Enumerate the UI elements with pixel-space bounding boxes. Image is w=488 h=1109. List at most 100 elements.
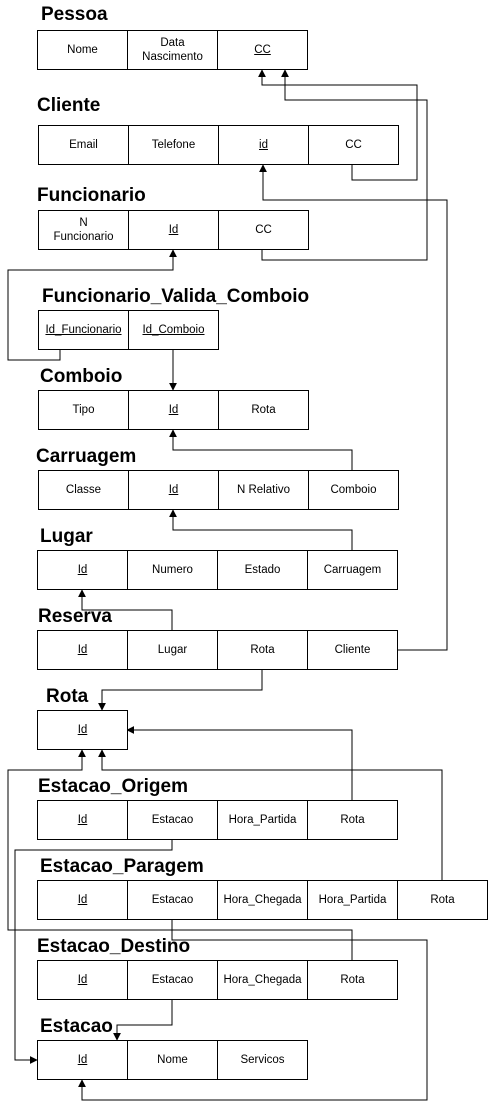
- field-label: Estacao: [151, 893, 194, 906]
- field-label: CC: [254, 43, 271, 56]
- table-title-estacao-paragem: Estacao_Paragem: [40, 856, 204, 877]
- field-label: Estacao: [151, 973, 194, 986]
- field-estacao-id: Id: [37, 1040, 128, 1080]
- field-label: Hora_Chegada: [223, 973, 302, 986]
- field-label: Classe: [65, 483, 102, 496]
- field-pessoa-data-nascimento: Data Nascimento: [127, 30, 218, 70]
- field-label: Nome: [67, 43, 98, 56]
- rel-lugar-carruagem-to-carruagem-id: [169, 509, 353, 550]
- field-cliente-telefone: Telefone: [128, 125, 219, 165]
- field-cliente-cc: CC: [308, 125, 399, 165]
- field-estacao-paragem-hora-partida: Hora_Partida: [307, 880, 398, 920]
- field-label: Id: [168, 403, 179, 416]
- field-label: N Relativo: [236, 483, 291, 496]
- table-title-cliente: Cliente: [37, 95, 101, 116]
- field-reserva-id: Id: [37, 630, 128, 670]
- field-lugar-carruagem: Carruagem: [307, 550, 398, 590]
- field-estacao-destino-id: Id: [37, 960, 128, 1000]
- rel-paragem-rota-to-rota-id: [98, 749, 443, 880]
- field-label: Rota: [340, 973, 365, 986]
- field-pessoa-cc: CC: [217, 30, 308, 70]
- table-title-estacao: Estacao: [40, 1016, 113, 1037]
- field-carruagem-n-relativo: N Relativo: [218, 470, 309, 510]
- field-label: Hora_Partida: [228, 813, 297, 826]
- field-rota-id: Id: [37, 710, 128, 750]
- field-label: Estacao: [151, 813, 194, 826]
- field-funcionario-cc: CC: [218, 210, 309, 250]
- field-estacao-origem-rota: Rota: [307, 800, 398, 840]
- rel-reserva-rota-to-rota-id: [98, 670, 263, 711]
- field-label: Nome: [157, 1053, 188, 1066]
- field-label: CC: [255, 223, 272, 236]
- field-label: Id: [77, 643, 88, 656]
- field-carruagem-id: Id: [128, 470, 219, 510]
- field-carruagem-classe: Classe: [38, 470, 129, 510]
- table-title-estacao-destino: Estacao_Destino: [37, 936, 191, 957]
- table-title-funcionario-valida-comboio: Funcionario_Valida_Comboio: [42, 286, 310, 307]
- field-label: Comboio: [330, 483, 377, 496]
- field-label: Email: [69, 138, 98, 151]
- field-estacao-paragem-estacao: Estacao: [127, 880, 218, 920]
- table-title-pessoa: Pessoa: [41, 4, 108, 25]
- field-comboio-rota: Rota: [218, 390, 309, 430]
- rel-reserva-lugar-to-lugar-id: [78, 589, 173, 630]
- field-label: Numero: [152, 563, 193, 576]
- field-reserva-cliente: Cliente: [307, 630, 398, 670]
- field-lugar-id: Id: [37, 550, 128, 590]
- rel-destino-estacao-to-estacao-id: [113, 1000, 173, 1041]
- field-funcionario-valida-comboio-id-funcionario: Id_Funcionario: [38, 310, 129, 350]
- field-estacao-nome: Nome: [127, 1040, 218, 1080]
- field-estacao-paragem-rota: Rota: [397, 880, 488, 920]
- field-lugar-estado: Estado: [217, 550, 308, 590]
- table-title-comboio: Comboio: [40, 366, 123, 387]
- field-estacao-origem-hora-partida: Hora_Partida: [217, 800, 308, 840]
- field-label: Id: [77, 973, 88, 986]
- field-reserva-rota: Rota: [217, 630, 308, 670]
- field-estacao-servicos: Servicos: [217, 1040, 308, 1080]
- field-comboio-tipo: Tipo: [38, 390, 129, 430]
- field-label: Rota: [251, 403, 276, 416]
- rel-destino-rota-to-rota-id: [7, 749, 353, 960]
- field-label: Tipo: [72, 403, 95, 416]
- rel-cliente-cc-to-pessoa-cc: [258, 69, 418, 181]
- field-label: Id: [77, 813, 88, 826]
- table-title-estacao-origem: Estacao_Origem: [38, 776, 188, 797]
- table-title-funcionario: Funcionario: [37, 185, 146, 206]
- field-carruagem-comboio: Comboio: [308, 470, 399, 510]
- table-title-lugar: Lugar: [40, 526, 93, 547]
- field-funcionario-n-funcionario: N Funcionario: [38, 210, 129, 250]
- table-title-carruagem: Carruagem: [36, 446, 137, 467]
- rel-funcionario-cc-to-pessoa-cc: [261, 69, 428, 261]
- rel-origem-estacao-to-estacao-id: [14, 840, 173, 1064]
- field-label: Carruagem: [323, 563, 382, 576]
- field-cliente-email: Email: [38, 125, 129, 165]
- field-label: Telefone: [151, 138, 196, 151]
- field-label: Estado: [244, 563, 281, 576]
- field-label: Rota: [430, 893, 455, 906]
- field-reserva-lugar: Lugar: [127, 630, 218, 670]
- rel-reserva-cliente-to-cliente-id: [259, 164, 448, 651]
- field-funcionario-valida-comboio-id-comboio: Id_Comboio: [128, 310, 219, 350]
- field-estacao-destino-rota: Rota: [307, 960, 398, 1000]
- field-label: Id_Comboio: [142, 323, 205, 336]
- table-title-rota: Rota: [46, 686, 89, 707]
- field-label: Servicos: [240, 1053, 285, 1066]
- rel-carruagem-comboio-to-comboio-id: [169, 429, 353, 470]
- field-lugar-numero: Numero: [127, 550, 218, 590]
- field-label: Cliente: [334, 643, 371, 656]
- field-label: Id: [77, 1053, 88, 1066]
- field-label: Id: [168, 223, 179, 236]
- field-estacao-origem-estacao: Estacao: [127, 800, 218, 840]
- field-label: Id_Funcionario: [45, 323, 122, 336]
- rel-origem-rota-to-rota-id: [126, 726, 353, 800]
- field-label: Rota: [340, 813, 365, 826]
- field-funcionario-id: Id: [128, 210, 219, 250]
- field-cliente-id: id: [218, 125, 309, 165]
- field-label: Lugar: [157, 643, 188, 656]
- field-estacao-destino-estacao: Estacao: [127, 960, 218, 1000]
- field-label: id: [259, 138, 268, 151]
- field-label: Data Nascimento: [142, 36, 203, 63]
- field-label: Id: [168, 483, 179, 496]
- field-estacao-origem-id: Id: [37, 800, 128, 840]
